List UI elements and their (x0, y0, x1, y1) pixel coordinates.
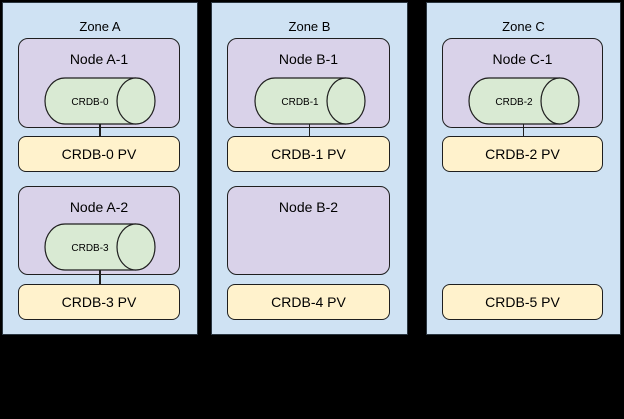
node-a1-label: Node A-1 (69, 51, 129, 67)
pv-box: CRDB-5 PV (442, 284, 603, 320)
pod-label: CRDB-3 (71, 243, 109, 254)
zone-b-title: Zone B (288, 19, 331, 34)
node-b2: Node B-2 (227, 186, 390, 275)
connector-line (99, 268, 101, 285)
pv-box: CRDB-1 PV (227, 136, 390, 172)
zone-c-title: Zone C (502, 19, 545, 34)
pv-box: CRDB-3 PV (18, 284, 180, 320)
crdb-pod-cylinder-icon: CRDB-1 (253, 77, 366, 125)
pod-label: CRDB-1 (281, 97, 319, 108)
pod-label: CRDB-2 (495, 97, 533, 108)
crdb-pod-cylinder-icon: CRDB-2 (467, 77, 580, 125)
pod-label: CRDB-0 (71, 97, 109, 108)
zone-c: Zone C Node C-1 CRDB-2 CRDB-2 PV CRDB-5 … (426, 2, 621, 335)
zone-a-title: Zone A (79, 19, 121, 34)
connector-line (522, 122, 524, 137)
zone-b: Zone B Node B-1 CRDB-1 CRDB-1 PV Node B-… (211, 2, 408, 335)
pv-box: CRDB-2 PV (442, 136, 603, 172)
node-a2-label: Node A-2 (69, 199, 129, 215)
pv-box: CRDB-4 PV (227, 284, 390, 320)
connector-line (99, 122, 101, 137)
zone-a: Zone A Node A-1 CRDB-0 CRDB-0 PV Node A-… (2, 2, 198, 335)
node-c1-label: Node C-1 (492, 51, 553, 67)
connector-line (308, 122, 310, 137)
node-b2-label: Node B-2 (278, 199, 339, 215)
pv-box: CRDB-0 PV (18, 136, 180, 172)
crdb-pod-cylinder-icon: CRDB-0 (44, 77, 156, 125)
node-b1-label: Node B-1 (278, 51, 339, 67)
crdb-pod-cylinder-icon: CRDB-3 (44, 223, 156, 271)
